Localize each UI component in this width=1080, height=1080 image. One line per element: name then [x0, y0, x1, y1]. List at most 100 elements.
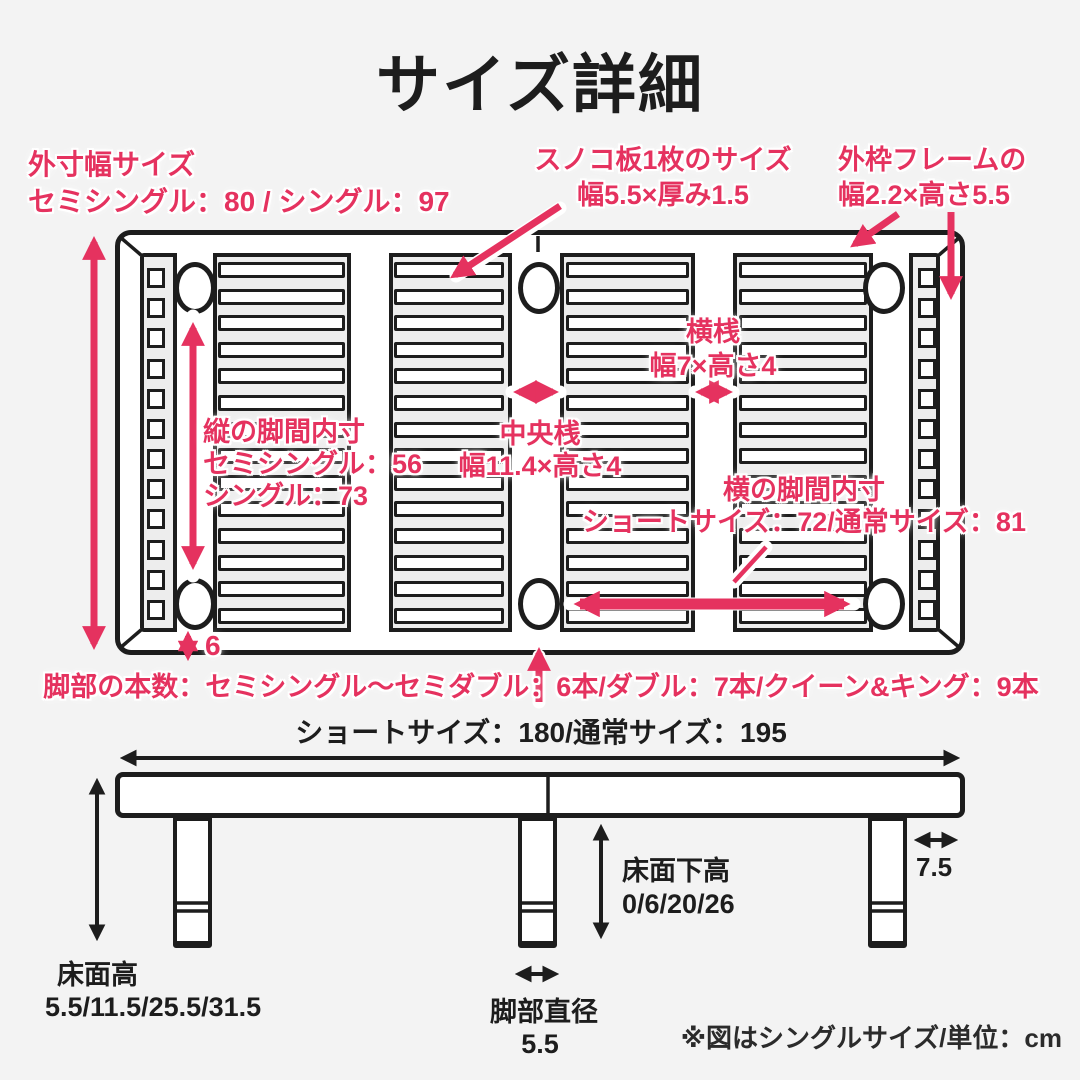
- slat: [394, 448, 504, 465]
- slat: [394, 581, 504, 598]
- slat-end-notch: [918, 599, 936, 620]
- slat: [218, 288, 345, 305]
- outer-width-title: 外寸幅サイズ: [28, 149, 196, 180]
- slat: [566, 528, 689, 545]
- slat: [739, 474, 867, 491]
- slat-end-notch: [147, 569, 165, 590]
- slat: [218, 368, 345, 385]
- slat: [218, 554, 345, 571]
- v-span-title: 縦の脚間内寸: [203, 417, 365, 447]
- slat: [566, 501, 689, 518]
- slat: [218, 395, 345, 412]
- slat: [566, 315, 689, 332]
- slat: [739, 341, 867, 358]
- slat: [394, 395, 504, 412]
- side-view-leg-left: [173, 817, 212, 948]
- slat-section-1: [218, 262, 345, 624]
- slat: [394, 501, 504, 518]
- outer-frame-label: 外枠フレームの 幅2.2×高さ5.5: [838, 143, 1026, 213]
- slat-size-label: スノコ板1枚のサイズ 幅5.5×厚み1.5: [534, 143, 791, 213]
- cross-rail-label: 横桟 幅7×高さ4: [650, 315, 777, 383]
- slat: [739, 554, 867, 571]
- slat-end-notch: [147, 418, 165, 439]
- cross-rail-1: [347, 253, 393, 632]
- slat: [739, 501, 867, 518]
- slat: [394, 288, 504, 305]
- slat: [739, 262, 867, 278]
- cross-rail-title: 横桟: [686, 317, 740, 347]
- side-view-leg-center: [518, 817, 557, 948]
- slat-end-notch: [147, 539, 165, 560]
- side-rail-right: [869, 253, 913, 632]
- slat: [394, 528, 504, 545]
- slat-end-notch: [147, 298, 165, 319]
- slat-end-notch: [918, 298, 936, 319]
- leg-circle-bottom-center: [518, 578, 560, 630]
- slat-end-notch: [147, 599, 165, 620]
- slat-end-notch: [918, 358, 936, 379]
- slat: [218, 528, 345, 545]
- slat-end-notch: [918, 268, 936, 288]
- outer-width-value: セミシングル：80 / シングル：97: [28, 186, 450, 217]
- slat-end-notch: [918, 479, 936, 500]
- frame-title: 外枠フレームの: [838, 145, 1027, 175]
- vertical-leg-span-label: 縦の脚間内寸 セミシングル：56 シングル：73: [203, 416, 422, 512]
- slat-end-notch: [147, 268, 165, 288]
- slat-end-notch: [147, 358, 165, 379]
- slat: [566, 474, 689, 491]
- notch-column-right: [918, 268, 936, 620]
- center-rail: [508, 253, 564, 632]
- side-view-leg-right: [868, 817, 907, 948]
- slat-end-notch: [918, 388, 936, 409]
- slat-end-notch: [918, 328, 936, 349]
- center-rail-title: 中央桟: [499, 419, 581, 449]
- slat: [566, 607, 689, 624]
- slat-end-notch: [147, 388, 165, 409]
- slat-end-notch: [918, 569, 936, 590]
- slat: [394, 368, 504, 385]
- slat: [394, 341, 504, 358]
- slat: [218, 448, 345, 465]
- slat-end-notch: [918, 449, 936, 470]
- slat: [739, 395, 867, 412]
- slat: [566, 395, 689, 412]
- slat-end-notch: [147, 509, 165, 530]
- notch-column-left: [147, 268, 165, 620]
- slat: [394, 554, 504, 571]
- slat: [218, 262, 345, 278]
- horizontal-leg-span-label: 横の脚間内寸 ショートサイズ：72/通常サイズ：81: [582, 474, 1026, 538]
- cross-rail-value: 幅7×高さ4: [649, 351, 777, 381]
- under-height-value: 0/6/20/26: [622, 889, 735, 919]
- slat-end-notch: [147, 328, 165, 349]
- leg-diameter-title: 脚部直径: [490, 997, 598, 1027]
- leg-circle-top-center: [518, 262, 560, 314]
- leg-count-label: 脚部の本数：セミシングル〜セミダブル：6本/ダブル：7本/クイーン&キング：9本: [43, 672, 1039, 702]
- slat: [218, 474, 345, 491]
- slat-value: 幅5.5×厚み1.5: [577, 180, 749, 210]
- slat: [566, 448, 689, 465]
- slat-end-notch: [918, 418, 936, 439]
- v-span-value1: セミシングル：56: [203, 449, 423, 479]
- slat-end-notch: [918, 509, 936, 530]
- slat: [218, 315, 345, 332]
- slat-end-notch: [147, 479, 165, 500]
- slat: [566, 368, 689, 385]
- slat: [566, 421, 689, 438]
- slat-section-2: [394, 262, 504, 624]
- slat: [218, 607, 345, 624]
- slat: [394, 474, 504, 491]
- slat-end-notch: [147, 449, 165, 470]
- leg-diameter-value: 5.5: [521, 1029, 559, 1059]
- leg-gap-label: 6: [205, 630, 221, 661]
- slat: [566, 288, 689, 305]
- leg-circle-bottom-right: [863, 578, 905, 630]
- slat: [739, 581, 867, 598]
- slat: [394, 262, 504, 278]
- slat: [218, 421, 345, 438]
- slat: [218, 501, 345, 518]
- side-view-bed-surface: [115, 772, 965, 818]
- slat: [218, 341, 345, 358]
- v-span-value2: シングル：73: [203, 481, 369, 511]
- h-span-value: ショートサイズ：72/通常サイズ：81: [582, 507, 1026, 537]
- cross-rail-2: [691, 253, 737, 632]
